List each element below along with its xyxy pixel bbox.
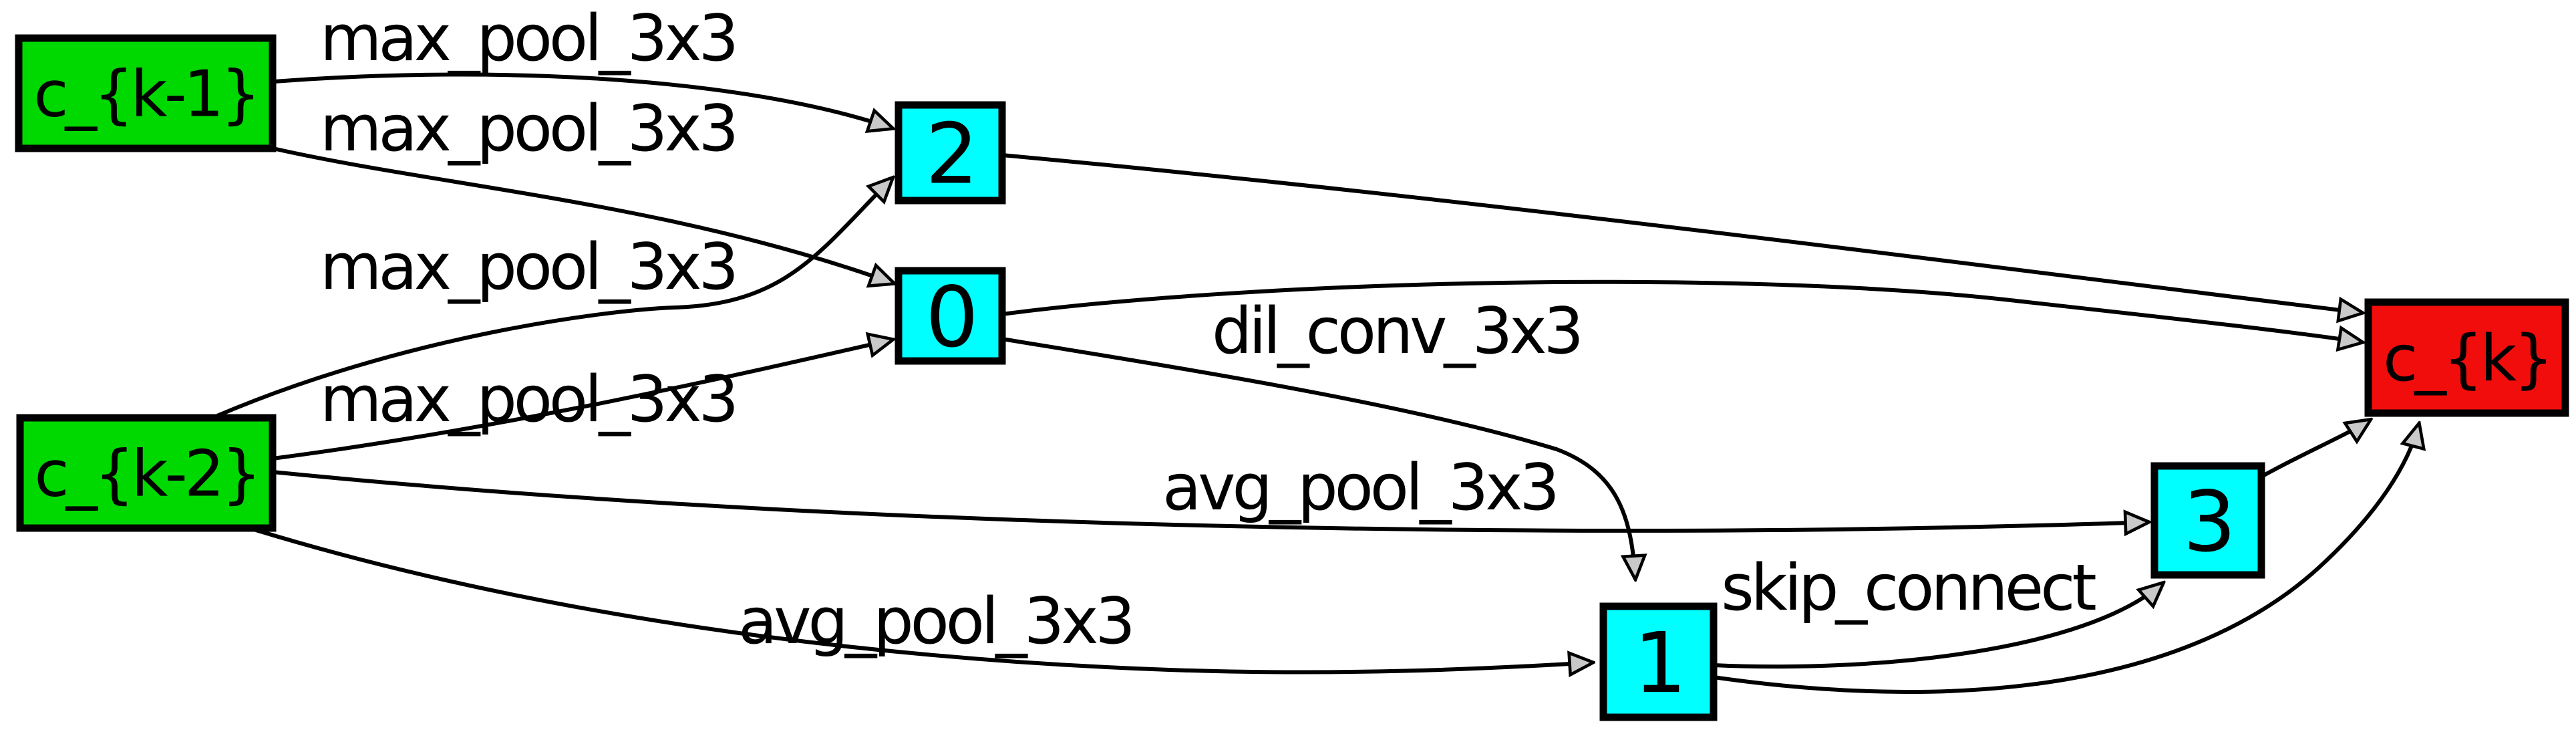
edge-label-skip_connect: skip_connect — [1721, 552, 2095, 625]
node-ck_minus_2: c_{k-2} — [16, 414, 277, 532]
edge-label-max_pool_3x3: max_pool_3x3 — [320, 92, 736, 166]
node-ck_minus_1: c_{k-1} — [15, 34, 277, 152]
node-ck-box — [2364, 298, 2569, 417]
node-n0-box — [895, 267, 1006, 365]
edge-label-max_pool_3x3: max_pool_3x3 — [320, 2, 736, 76]
node-n0-label: 0 — [925, 269, 975, 366]
edge-label-dil_conv_3x3: dil_conv_3x3 — [1212, 295, 1581, 368]
nodes-layer: c_{k-1} c_{k-2} 2 0 1 3 c_{k} — [15, 34, 2569, 721]
edge-labels-layer: max_pool_3x3 max_pool_3x3 max_pool_3x3 max_… — [320, 2, 2098, 658]
node-n3: 3 — [2150, 462, 2265, 579]
edges-layer — [216, 72, 2419, 694]
edge-0-to-1 — [1001, 337, 1635, 579]
node-ck_minus_1-label: c_{k-1} — [33, 58, 257, 132]
edge-c_{k-1}-to-2 — [273, 72, 893, 128]
node-n0: 0 — [895, 267, 1006, 366]
edge-c_{k-1}-to-0 — [267, 145, 894, 283]
edge-1-to-c_{k} — [1713, 424, 2419, 694]
node-n2-box — [895, 101, 1006, 205]
node-n3-box — [2150, 462, 2265, 579]
edge-1-to-3 — [1713, 583, 2163, 669]
node-n1: 1 — [1599, 602, 1718, 721]
edge-3-to-c_{k} — [2261, 420, 2370, 478]
edge-c_{k-2}-to-3 — [272, 470, 2148, 531]
edge-0-to-c_{k} — [1001, 279, 2362, 342]
node-ck_minus_2-label: c_{k-2} — [34, 438, 258, 511]
node-n1-label: 1 — [1633, 615, 1683, 712]
edge-c_{k-2}-to-1 — [245, 525, 1593, 673]
node-n2-label: 2 — [925, 106, 975, 203]
edge-c_{k-2}-to-2 — [216, 178, 893, 418]
edge-label-max_pool_3x3: max_pool_3x3 — [320, 363, 736, 437]
edge-2-to-c_{k} — [1001, 153, 2362, 313]
node-n3-label: 3 — [2183, 474, 2233, 571]
edge-label-avg_pool_3x3: avg_pool_3x3 — [738, 585, 1132, 658]
node-ck_minus_1-box — [15, 34, 277, 152]
node-n1-box — [1599, 602, 1718, 721]
node-ck-label: c_{k} — [2383, 322, 2551, 396]
node-n2: 2 — [895, 101, 1006, 205]
node-ck: c_{k} — [2364, 298, 2569, 417]
edge-c_{k-2}-to-0 — [272, 340, 893, 461]
edge-label-max_pool_3x3: max_pool_3x3 — [320, 231, 736, 304]
edge-label-avg_pool_3x3: avg_pool_3x3 — [1162, 451, 1557, 525]
node-ck_minus_2-box — [16, 414, 277, 532]
